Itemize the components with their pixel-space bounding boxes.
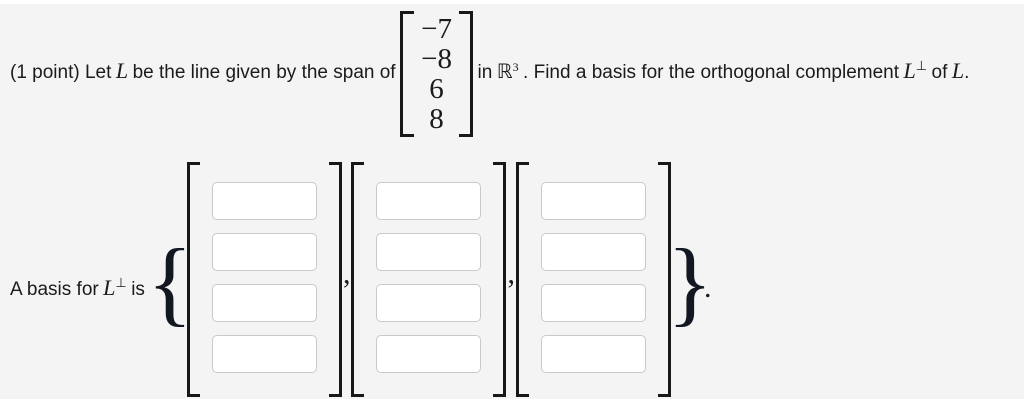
- end-period: .: [703, 270, 712, 304]
- close-curly-brace: }: [667, 229, 713, 335]
- problem-before-vector-text: be the line given by the span of: [132, 61, 396, 83]
- matrix-left-bracket: [400, 10, 415, 137]
- basis-vec2-entry1-input[interactable]: [376, 182, 482, 220]
- answer-label: A basis for L⊥ is: [10, 269, 145, 305]
- basis-vec1-entry4-input[interactable]: [211, 335, 317, 373]
- basis-vec3-entry4-input[interactable]: [540, 335, 646, 373]
- reals-exponent: 3: [512, 59, 519, 74]
- basis-vector-3: [515, 162, 671, 397]
- basis-vec3-entry2-input[interactable]: [540, 233, 646, 271]
- basis-vec1-entry3-input[interactable]: [211, 284, 317, 322]
- reals-symbol: ℝ: [496, 58, 513, 83]
- basis-vec3-entry1-input[interactable]: [540, 182, 646, 220]
- matrix-right-bracket: [493, 162, 507, 397]
- matrix-left-bracket: [351, 162, 365, 397]
- final-period-text: .: [964, 61, 970, 83]
- span-vector-entry-2: −8: [421, 42, 452, 75]
- open-curly-brace: {: [147, 229, 193, 335]
- math-var-L-perp: L⊥: [903, 57, 928, 83]
- in-word-text: in: [477, 61, 493, 83]
- matrix-right-bracket: [657, 162, 671, 397]
- separator-comma-1: ,: [342, 256, 351, 290]
- basis-vec3-entry3-input[interactable]: [540, 284, 646, 322]
- math-var-L: L: [115, 57, 129, 83]
- span-vector-entry-3: 6: [429, 72, 444, 105]
- matrix-right-bracket: [459, 10, 474, 137]
- span-vector-entry-1: −7: [421, 12, 452, 45]
- basis-vector-2-column: [376, 162, 482, 397]
- of-word-text: of: [931, 61, 948, 83]
- problem-prefix-text: (1 point) Let: [10, 61, 112, 83]
- span-vector-entry-4: 8: [429, 102, 444, 135]
- basis-vector-1: [186, 162, 342, 397]
- problem-statement: (1 point) Let L be the line given by the…: [10, 4, 1024, 143]
- basis-vec2-entry2-input[interactable]: [376, 233, 482, 271]
- perp-symbol: ⊥: [915, 58, 928, 74]
- answer-label-prefix: A basis for: [10, 278, 99, 300]
- basis-vector-2: [351, 162, 507, 397]
- answer-label-suffix: is: [131, 278, 145, 300]
- basis-vec1-entry2-input[interactable]: [211, 233, 317, 271]
- problem-after-reals-text: . Find a basis for the orthogonal comple…: [523, 61, 900, 83]
- matrix-left-bracket: [515, 162, 529, 397]
- basis-vector-3-column: [540, 162, 646, 397]
- separator-comma-2: ,: [507, 256, 515, 290]
- matrix-left-bracket: [186, 162, 200, 397]
- basis-vec2-entry3-input[interactable]: [376, 284, 482, 322]
- page-background: [0, 4, 1024, 399]
- answer-label-L-perp: L⊥: [103, 274, 127, 300]
- answer-perp-symbol: ⊥: [115, 275, 127, 291]
- matrix-right-bracket: [328, 162, 342, 397]
- basis-vec2-entry4-input[interactable]: [376, 335, 482, 373]
- answer-area: A basis for L⊥ is { , ,: [10, 162, 713, 397]
- math-var-L-final: L: [951, 57, 965, 83]
- basis-vector-1-column: [211, 162, 317, 397]
- basis-vec1-entry1-input[interactable]: [211, 182, 317, 220]
